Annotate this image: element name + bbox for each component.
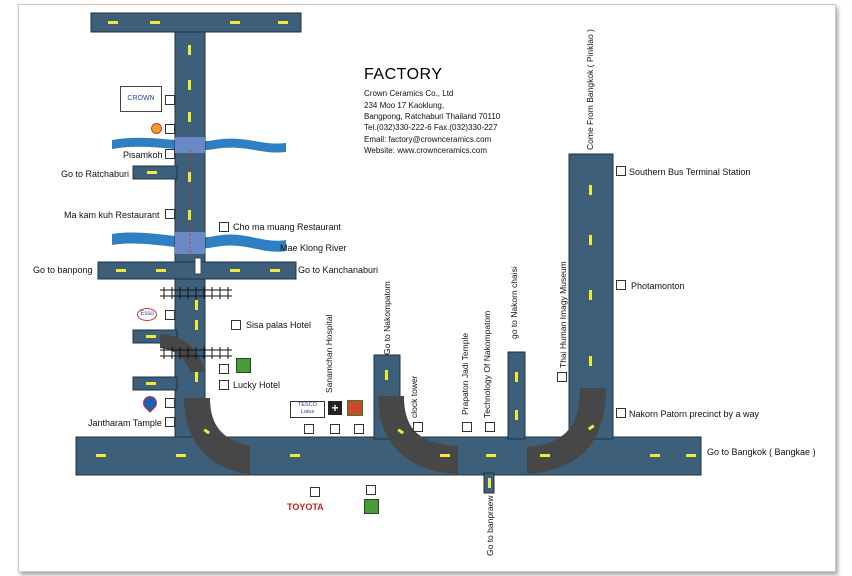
bottom-road	[75, 436, 702, 476]
shell-icon	[151, 123, 162, 134]
label-jantharam: Jantharam Tample	[88, 418, 162, 428]
marker-box	[413, 422, 423, 432]
marker-box	[165, 95, 175, 105]
marker-box	[219, 364, 229, 374]
traffic-light	[194, 257, 202, 275]
tel-fax: Tel.(032)330-222-6 Fax.(032)330-227	[364, 123, 498, 132]
marker-box	[231, 320, 241, 330]
marker-box	[165, 310, 175, 320]
label-go-kanchanaburi: Go to Kanchanaburi	[298, 265, 379, 275]
marker-box	[219, 222, 229, 232]
marker-box	[304, 424, 314, 434]
label-prapaton: Prapaton Jadi Temple	[460, 332, 470, 415]
bank-icon	[364, 499, 379, 514]
address-line-1: 234 Moo 17 Kaoklung,	[364, 101, 445, 110]
bridge-upper	[175, 137, 205, 153]
label-southern-bus: Southern Bus Terminal Station	[629, 167, 751, 177]
label-technology: Technology Of Nakompatom	[482, 310, 492, 418]
label-ma-kam-kuh: Ma kam kuh Restaurant	[64, 210, 160, 220]
toyota-logo: TOYOTA	[287, 502, 324, 512]
lane-markings	[96, 21, 696, 488]
label-museum: Thai Human Imagy Museum	[558, 261, 568, 368]
marker-box	[616, 280, 626, 290]
map-frame	[18, 4, 836, 572]
address-line-2: Bangpong, Ratchaburi Thailand 70110	[364, 112, 501, 121]
tesco-logo: TESCO Lotus	[290, 401, 325, 418]
esso-logo-text: Esso	[140, 311, 154, 317]
tesco-logo-text: TESCO Lotus	[298, 402, 317, 415]
label-cho-ma-muang: Cho ma muang Restaurant	[233, 222, 342, 232]
curve-upper	[160, 334, 205, 372]
curve-right	[527, 388, 606, 474]
email: Email: factory@crownceramics.com	[364, 135, 492, 144]
marker-box	[616, 408, 626, 418]
label-lucky-hotel: Lucky Hotel	[233, 380, 281, 390]
company-name: Crown Ceramics Co., Ltd	[364, 89, 454, 98]
marker-box	[165, 398, 175, 408]
marker-box	[165, 124, 175, 134]
marker-box	[366, 485, 376, 495]
marker-box	[165, 149, 175, 159]
marker-box	[165, 209, 175, 219]
marker-box	[330, 424, 340, 434]
page-title: FACTORY	[364, 66, 443, 83]
label-go-banpraew: Go to banpraew	[485, 495, 495, 556]
label-pisamkoh: Pisamkoh	[123, 150, 163, 160]
marker-box	[485, 422, 495, 432]
curve-left	[184, 398, 250, 474]
marker-box	[462, 422, 472, 432]
label-go-nakorn-chaisi: go to Nakorn chaisi	[509, 266, 519, 339]
label-nakorn-patorn: Nakorn Patorn precinct by a way	[629, 409, 760, 419]
label-photamonton: Photamonton	[631, 281, 685, 291]
marker-box	[219, 380, 229, 390]
label-go-bangkok: Go to Bangkok ( Bangkae )	[707, 447, 816, 457]
esso-logo: Esso	[137, 308, 157, 321]
label-go-nakompatom: Go to Nakompatom	[382, 281, 392, 355]
marker-box	[354, 424, 364, 434]
website: Website: www.crownceramics.com	[364, 146, 487, 155]
curve-mid	[378, 396, 458, 474]
label-come-bangkok: Come From Bangkok ( Pinklao )	[585, 29, 595, 150]
crown-logo-text: CROWN	[127, 95, 155, 102]
label-sisa-palas: Sisa palas Hotel	[246, 320, 312, 330]
label-clock-tower: clock tower	[409, 375, 419, 418]
marker-box	[616, 166, 626, 176]
marker-box	[310, 487, 320, 497]
restaurant-icon	[347, 400, 363, 416]
toyota-logo-text: TOYOTA	[287, 502, 324, 512]
bank-icon	[236, 358, 251, 373]
top-road	[90, 12, 302, 33]
crown-logo: CROWN	[120, 86, 162, 112]
label-mae-klong: Mae Klong River	[280, 243, 347, 253]
hospital-icon: +	[328, 401, 342, 415]
marker-box	[557, 372, 567, 382]
marker-box	[165, 417, 175, 427]
label-sanamchan: Sanamchan Hospital	[324, 314, 334, 393]
label-go-ratchaburi: Go to Ratchaburi	[61, 169, 130, 179]
road-nakorn-chaisi	[507, 351, 526, 440]
label-go-banpong: Go to banpong	[33, 265, 93, 275]
